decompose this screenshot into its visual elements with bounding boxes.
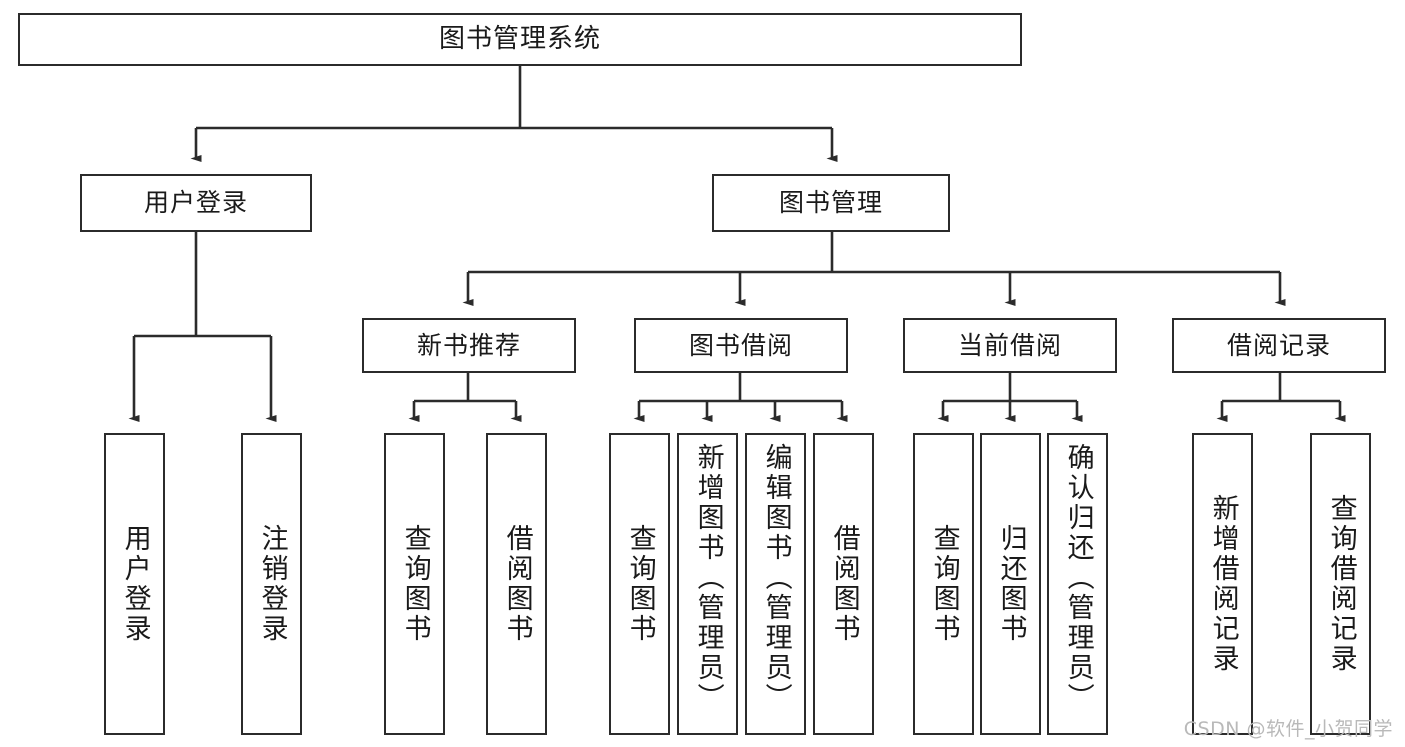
node-label: 查询图书: [399, 524, 431, 644]
node-label: 图书管理: [778, 188, 883, 218]
leaf-borrow-book-2[interactable]: 借阅图书: [813, 433, 874, 735]
leaf-logout[interactable]: 注销登录: [241, 433, 302, 735]
node-label: 确认归还（管理员）: [1062, 443, 1094, 713]
node-label: 查询图书: [624, 524, 656, 644]
node-new-book-recommendation[interactable]: 新书推荐: [362, 318, 576, 373]
node-label: 注销登录: [256, 524, 288, 644]
node-label: 新增借阅记录: [1207, 494, 1239, 674]
leaf-query-book-1[interactable]: 查询图书: [384, 433, 445, 735]
leaf-user-login[interactable]: 用户登录: [104, 433, 165, 735]
node-label: 借阅图书: [501, 524, 533, 644]
leaf-add-borrow-record[interactable]: 新增借阅记录: [1192, 433, 1253, 735]
node-label: 图书管理系统: [438, 24, 601, 55]
node-root-system[interactable]: 图书管理系统: [18, 13, 1022, 66]
node-label: 查询借阅记录: [1325, 494, 1357, 674]
leaf-add-book-admin[interactable]: 新增图书（管理员）: [677, 433, 738, 735]
node-label: 图书借阅: [688, 330, 793, 360]
leaf-borrow-book-1[interactable]: 借阅图书: [486, 433, 547, 735]
node-label: 用户登录: [119, 524, 151, 644]
node-current-borrow[interactable]: 当前借阅: [903, 318, 1117, 373]
node-borrow-record[interactable]: 借阅记录: [1172, 318, 1386, 373]
leaf-edit-book-admin[interactable]: 编辑图书（管理员）: [745, 433, 806, 735]
csdn-watermark: CSDN @软件_小贺同学: [1183, 718, 1393, 740]
node-book-management[interactable]: 图书管理: [712, 174, 950, 232]
node-label: 归还图书: [995, 524, 1027, 644]
node-label: 编辑图书（管理员）: [760, 443, 792, 713]
node-book-borrow[interactable]: 图书借阅: [634, 318, 848, 373]
node-label: 新书推荐: [416, 330, 521, 360]
node-label: 借阅记录: [1226, 330, 1331, 360]
node-label: 用户登录: [143, 188, 248, 218]
leaf-return-book[interactable]: 归还图书: [980, 433, 1041, 735]
node-label: 新增图书（管理员）: [692, 443, 724, 713]
leaf-query-book-2[interactable]: 查询图书: [609, 433, 670, 735]
leaf-query-book-3[interactable]: 查询图书: [913, 433, 974, 735]
node-label: 当前借阅: [957, 330, 1062, 360]
node-label: 查询图书: [928, 524, 960, 644]
leaf-query-borrow-record[interactable]: 查询借阅记录: [1310, 433, 1371, 735]
node-user-login[interactable]: 用户登录: [80, 174, 312, 232]
leaf-confirm-return-admin[interactable]: 确认归还（管理员）: [1047, 433, 1108, 735]
node-label: 借阅图书: [828, 524, 860, 644]
